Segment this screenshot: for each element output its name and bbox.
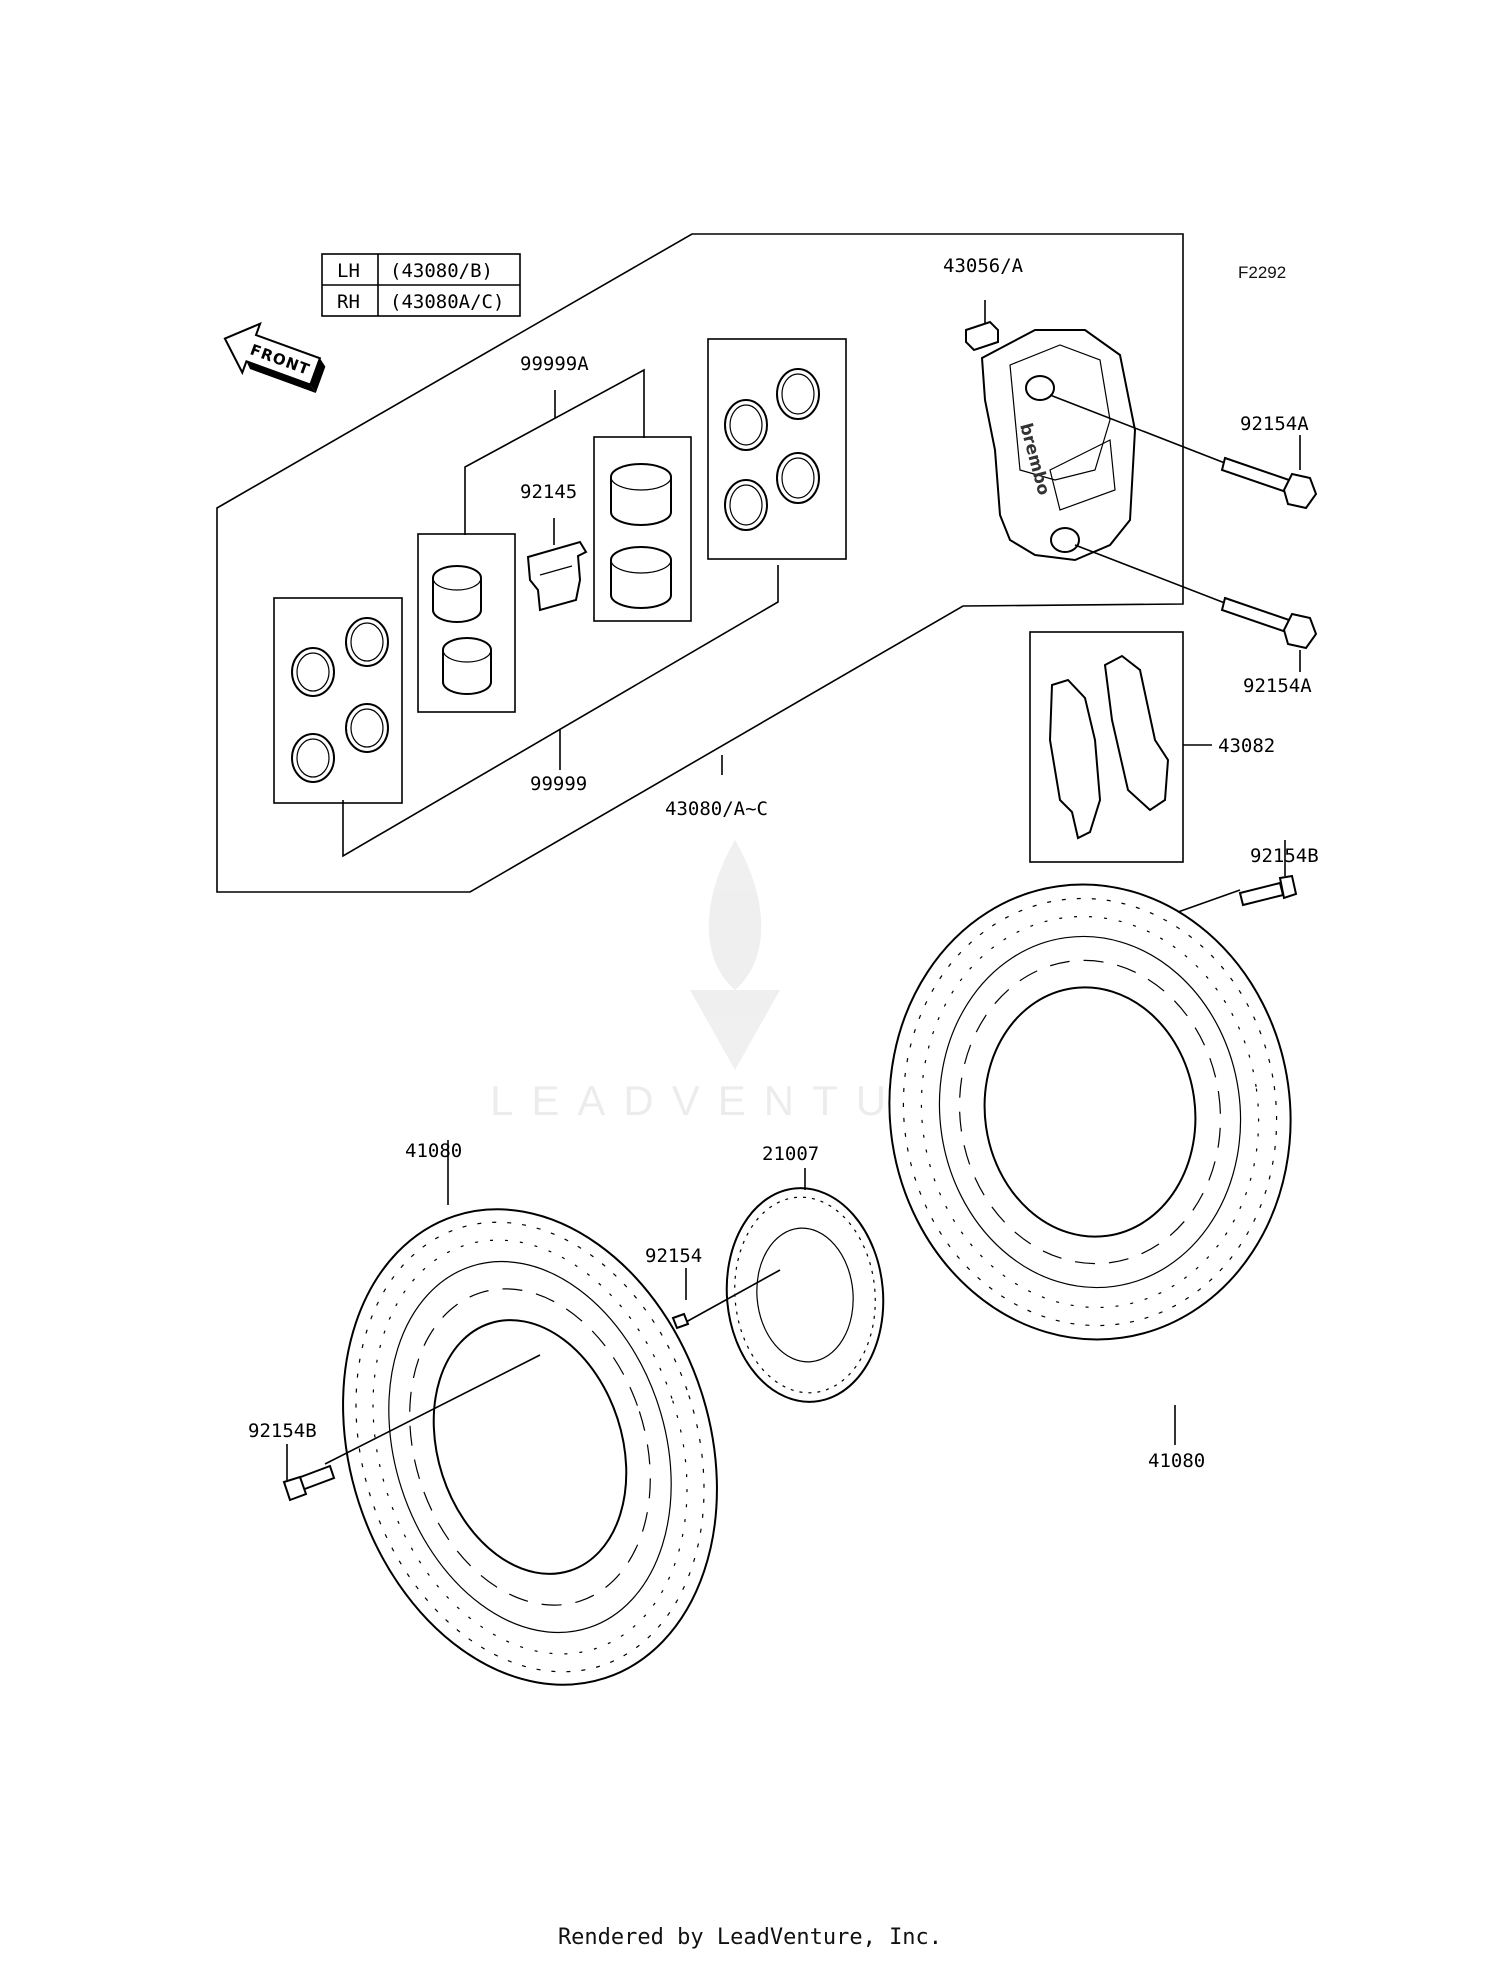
piston-kit-box bbox=[417, 533, 516, 713]
legend-side-lh: LH bbox=[337, 260, 360, 282]
legend-part-rh: (43080A/C) bbox=[390, 291, 504, 313]
side-legend-table: LH (43080/B) RH (43080A/C) bbox=[321, 253, 521, 317]
label-43082: 43082 bbox=[1218, 735, 1275, 757]
front-direction-arrow: FRONT bbox=[223, 321, 326, 393]
label-99999: 99999 bbox=[530, 773, 587, 795]
label-92145: 92145 bbox=[520, 481, 577, 503]
seal-kit-box-right bbox=[707, 338, 847, 560]
render-credit: Rendered by LeadVenture, Inc. bbox=[557, 1925, 943, 1950]
brake-disc-41080-right bbox=[888, 883, 1292, 1341]
brake-pad-set-43082 bbox=[1029, 631, 1212, 863]
brake-caliper: brembo bbox=[965, 300, 1231, 606]
caliper-assembly-outline bbox=[216, 233, 1184, 893]
label-92154b-right: 92154B bbox=[1250, 845, 1319, 867]
label-21007: 21007 bbox=[762, 1143, 819, 1165]
label-43080ac: 43080/A~C bbox=[665, 798, 768, 820]
legend-side-rh: RH bbox=[337, 291, 360, 313]
label-92154b-left: 92154B bbox=[248, 1420, 317, 1442]
seal-kit-box-left bbox=[273, 597, 403, 804]
watermark-logo bbox=[690, 840, 780, 1070]
label-41080-right: 41080 bbox=[1148, 1450, 1205, 1472]
label-92154a-top: 92154A bbox=[1240, 413, 1309, 435]
disc-bolt-92154b-right bbox=[1238, 840, 1298, 907]
label-41080-left: 41080 bbox=[405, 1140, 462, 1162]
kit-bracket-99999 bbox=[342, 565, 779, 858]
disc-bolt-92154b-left bbox=[282, 1444, 336, 1502]
label-92154a-bottom: 92154A bbox=[1243, 675, 1312, 697]
caliper-bolt-92154a-bottom bbox=[1220, 596, 1318, 672]
label-43056a: 43056/A bbox=[943, 255, 1024, 277]
label-99999a: 99999A bbox=[520, 353, 589, 375]
legend-part-lh: (43080/B) bbox=[390, 260, 493, 282]
abs-sensor-rotor-21007 bbox=[725, 1187, 885, 1403]
diagram-code: F2292 bbox=[1238, 263, 1286, 282]
rotor-screw-92154 bbox=[671, 1312, 690, 1330]
brake-disc-41080-left bbox=[342, 1208, 718, 1686]
pad-spring-92145 bbox=[526, 518, 588, 612]
caliper-bolt-92154a-top bbox=[1220, 435, 1318, 510]
kit-bracket-99999A bbox=[464, 368, 645, 535]
sleeve-kit-box bbox=[593, 436, 692, 622]
label-92154: 92154 bbox=[645, 1245, 702, 1267]
